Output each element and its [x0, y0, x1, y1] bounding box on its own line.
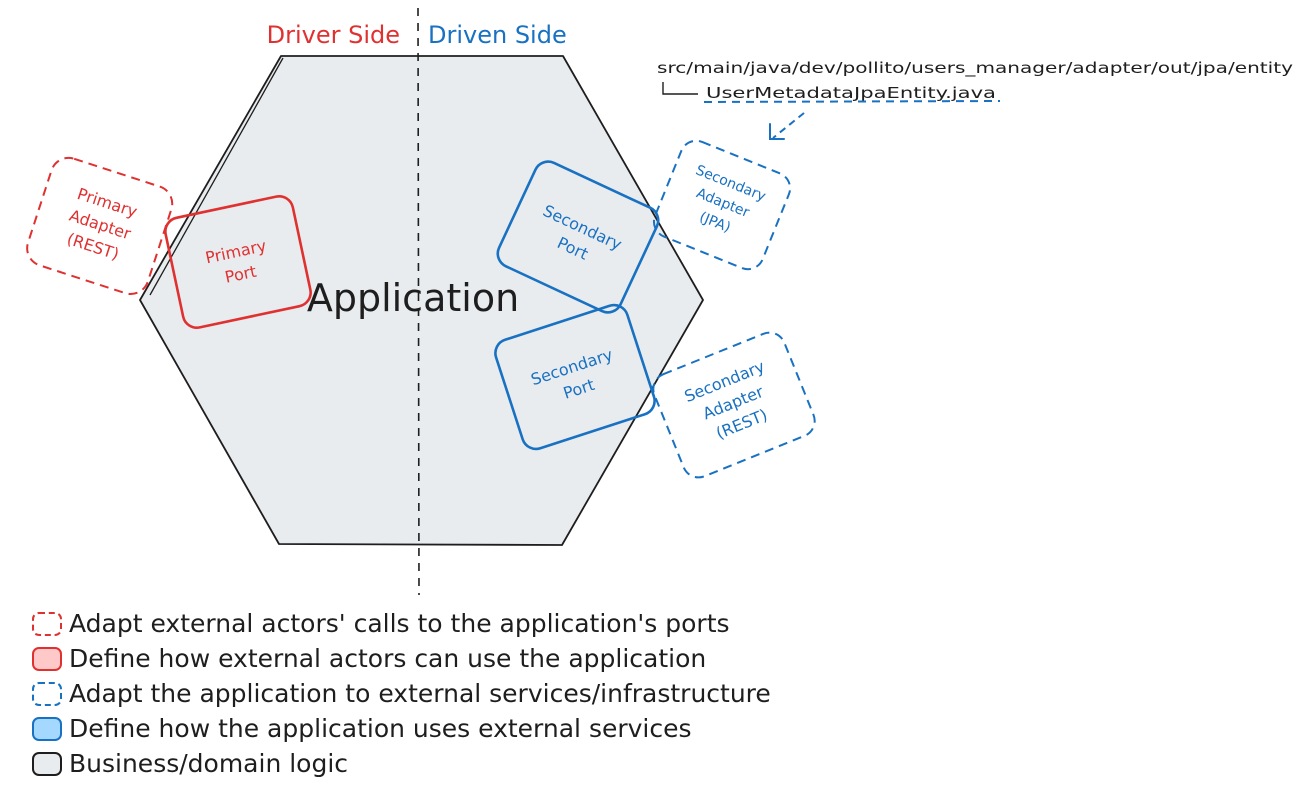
legend-text: Business/domain logic [69, 749, 349, 778]
file-tree-file: UserMetadataJpaEntity.java [706, 84, 996, 102]
legend-text: Adapt the application to external servic… [69, 679, 771, 708]
legend-text: Define how external actors can use the a… [69, 644, 707, 673]
driven-side-label: Driven Side [428, 21, 567, 49]
solid-red-box-icon [32, 646, 62, 671]
application-label: Application [307, 276, 519, 320]
arrow-head-icon [769, 123, 785, 140]
driver-side-label: Driver Side [267, 21, 400, 49]
legend-text: Define how the application uses external… [69, 714, 692, 743]
legend-row-secondary-port: Define how the application uses external… [32, 711, 771, 746]
legend-row-secondary-adapter: Adapt the application to external servic… [32, 676, 771, 711]
dashed-blue-box-icon [32, 681, 62, 706]
hexagon-sketch-line [149, 57, 284, 296]
legend-row-domain: Business/domain logic [32, 746, 771, 781]
arrow-to-jpa-adapter [772, 112, 805, 139]
legend-row-primary-port: Define how external actors can use the a… [32, 641, 771, 676]
side-divider-line [417, 7, 420, 596]
file-underline [703, 100, 1001, 103]
gray-box-icon [32, 751, 62, 776]
file-tree-path: src/main/java/dev/pollito/users_manager/… [657, 59, 1293, 78]
legend-text: Adapt external actors' calls to the appl… [69, 609, 730, 638]
tree-branch-icon [662, 82, 698, 95]
legend-row-primary-adapter: Adapt external actors' calls to the appl… [32, 606, 771, 641]
application-hexagon [139, 55, 704, 546]
solid-blue-box-icon [32, 716, 62, 741]
dashed-red-box-icon [32, 611, 62, 636]
legend: Adapt external actors' calls to the appl… [32, 606, 771, 781]
